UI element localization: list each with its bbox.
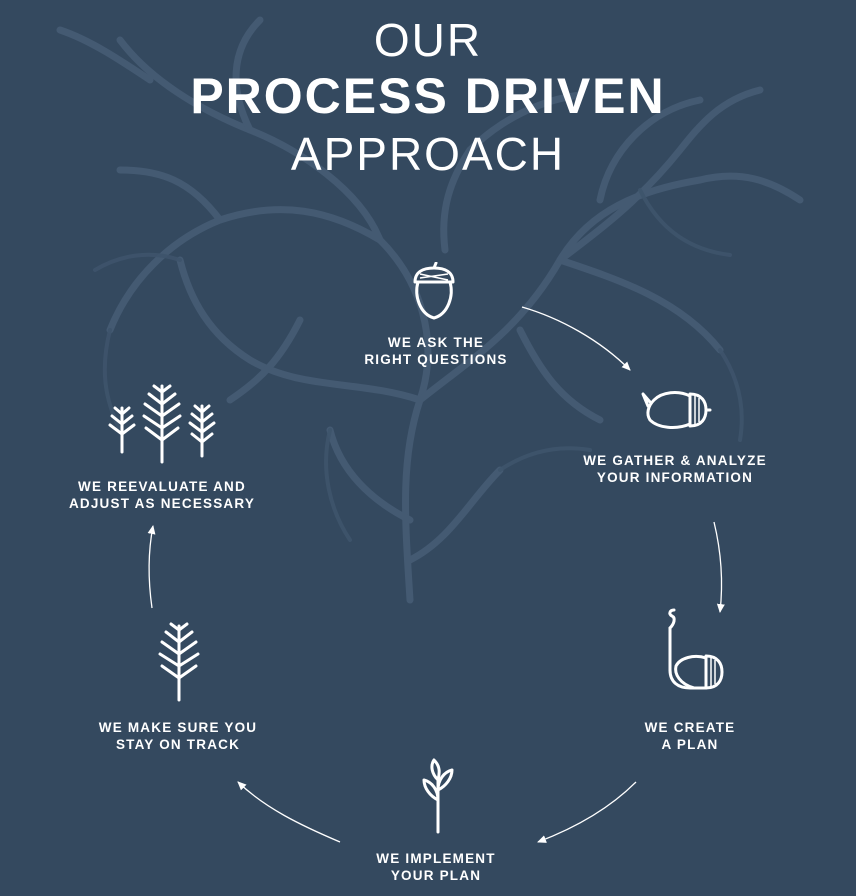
acorn-icon <box>413 262 455 320</box>
three-trees-icon <box>108 384 216 464</box>
title-line-2: PROCESS DRIVEN <box>190 68 666 124</box>
cracking-acorn-icon <box>641 391 712 429</box>
sprouting-acorn-icon <box>668 608 724 690</box>
step-2-label: WE GATHER & ANALYZE YOUR INFORMATION <box>583 453 767 485</box>
arrow-step4-to-step5 <box>237 781 341 843</box>
title-line-3: APPROACH <box>290 128 566 180</box>
step-1-label: WE ASK THE RIGHT QUESTIONS <box>364 335 508 367</box>
sapling-icon <box>422 758 454 834</box>
arrow-step3-to-step4 <box>537 781 637 843</box>
arrow-step1-to-step2 <box>521 306 631 371</box>
step-5-label: WE MAKE SURE YOU STAY ON TRACK <box>98 720 258 752</box>
step-4-label: WE IMPLEMENT YOUR PLAN <box>376 851 496 883</box>
young-tree-icon <box>158 622 200 702</box>
title-line-1: OUR <box>373 14 483 66</box>
step-3-label: WE CREATE A PLAN <box>644 720 736 752</box>
step-6-label: WE REEVALUATE AND ADJUST AS NECESSARY <box>68 479 256 511</box>
page-title: OUR PROCESS DRIVEN APPROACH <box>0 10 856 180</box>
arrow-step5-to-step6 <box>147 525 156 609</box>
arrow-step2-to-step3 <box>713 521 725 613</box>
